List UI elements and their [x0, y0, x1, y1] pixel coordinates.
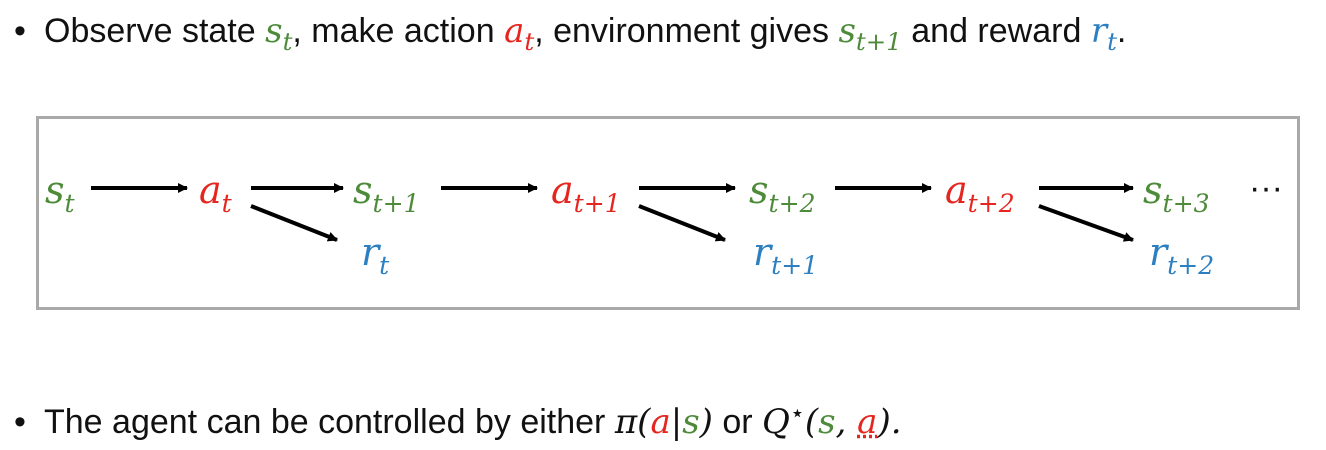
node-a-t-plus-2: at+2 [945, 168, 1015, 218]
node-a-t-plus-1: at+1 [551, 168, 621, 218]
ellipsis: ··· [1249, 169, 1283, 207]
bullet-control: • The agent can be controlled by either π… [14, 399, 902, 442]
text: and reward [901, 12, 1091, 50]
node-s-t-plus-2: st+2 [749, 168, 816, 218]
arrows-layer [91, 183, 1134, 242]
node-r-t-plus-2: rt+2 [1149, 230, 1215, 280]
node-r-t: rt [361, 230, 390, 280]
node-a-t: at [199, 168, 232, 218]
arrow-a2-r2 [1038, 204, 1134, 242]
node-s-t-plus-3: st+3 [1143, 168, 1210, 218]
bullet-observe: • Observe state st, make action at, envir… [14, 14, 1126, 54]
arrow-a1-r1 [638, 204, 726, 242]
arrow-a0-r0 [250, 204, 338, 242]
policy-expression: π(a|s) [614, 401, 713, 442]
state-symbol: st [265, 11, 293, 56]
trajectory-diagram: st at st+1 rt at+1 st+2 rt+1 at+2 st+3 r… [36, 116, 1300, 310]
bullet-dot: • [14, 12, 26, 50]
text: . [1116, 12, 1127, 50]
next-state-symbol: st+1 [838, 11, 902, 56]
text: Observe state [44, 12, 266, 50]
node-r-t-plus-1: rt+1 [753, 230, 819, 280]
node-s-t: st [45, 168, 75, 218]
action-symbol: at [504, 11, 535, 56]
text: , environment gives [534, 12, 839, 50]
text: , make action [292, 12, 505, 50]
text: The agent can be controlled by either [44, 402, 615, 441]
node-s-t-plus-1: st+1 [353, 168, 420, 218]
q-function-expression: Q⋆(s, a). [762, 399, 902, 442]
text: or [712, 402, 763, 441]
bullet-dot: • [14, 402, 26, 441]
reward-symbol: rt [1090, 11, 1117, 56]
